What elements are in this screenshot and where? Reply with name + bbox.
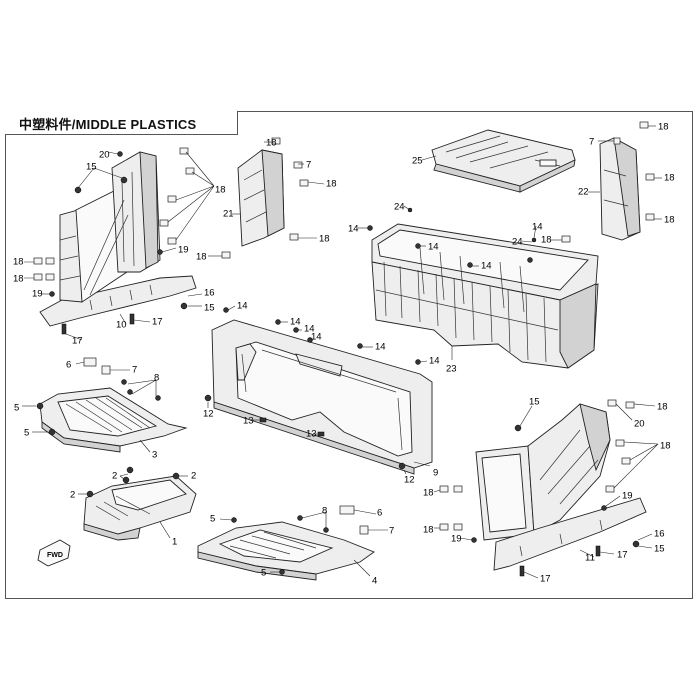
callout-16: 16 — [654, 529, 665, 540]
callout-18: 18 — [423, 525, 434, 536]
callout-14: 14 — [481, 261, 492, 272]
part-1-tunnel-cover — [83, 475, 197, 541]
callout-13: 13 — [243, 416, 254, 427]
callout-2: 2 — [70, 490, 75, 501]
callout-11: 11 — [585, 553, 595, 564]
callout-15: 15 — [654, 544, 665, 555]
callout-2: 2 — [112, 471, 117, 482]
callout-18: 18 — [660, 441, 671, 452]
callout-5: 5 — [210, 514, 215, 525]
callout-14: 14 — [304, 324, 315, 335]
callout-17: 17 — [617, 550, 628, 561]
page-title: 中塑料件/MIDDLE PLASTICS — [19, 117, 197, 132]
part-9-bulkhead — [211, 319, 433, 475]
callout-17: 17 — [72, 336, 83, 347]
callout-14: 14 — [429, 356, 440, 367]
callout-14: 14 — [237, 301, 248, 312]
callout-18: 18 — [664, 173, 675, 184]
leader-lines — [22, 125, 662, 579]
callout-18: 18 — [326, 179, 337, 190]
callout-14: 14 — [311, 332, 322, 343]
fwd-badge-text: FWD — [47, 552, 63, 559]
callout-10: 10 — [116, 320, 127, 331]
callout-25: 25 — [412, 156, 423, 167]
callout-19: 19 — [178, 245, 189, 256]
callout-18: 18 — [266, 138, 277, 149]
callout-17: 17 — [540, 574, 551, 585]
callout-7: 7 — [389, 526, 394, 537]
part-22-right-upright — [599, 137, 641, 241]
callout-4: 4 — [372, 576, 377, 587]
callout-18: 18 — [196, 252, 207, 263]
callout-19: 19 — [32, 289, 43, 300]
diagram-frame — [5, 111, 693, 599]
callout-22: 22 — [578, 187, 589, 198]
fasteners — [33, 121, 655, 577]
callout-14: 14 — [290, 317, 301, 328]
callout-5: 5 — [14, 403, 19, 414]
callout-24: 24 — [512, 237, 523, 248]
callout-18: 18 — [319, 234, 330, 245]
callout-18: 18 — [13, 274, 24, 285]
part-25-cover — [431, 129, 576, 193]
callout-1: 1 — [172, 537, 177, 548]
callout-18: 18 — [664, 215, 675, 226]
callout-6: 6 — [377, 508, 382, 519]
callout-3: 3 — [152, 450, 157, 461]
callout-18: 18 — [215, 185, 226, 196]
title-box: 中塑料件/MIDDLE PLASTICS — [5, 111, 238, 135]
callout-14: 14 — [375, 342, 386, 353]
callout-18: 18 — [658, 122, 669, 133]
callout-14: 14 — [348, 224, 359, 235]
callout-8: 8 — [154, 373, 159, 384]
callout-15: 15 — [204, 303, 215, 314]
callout-24: 24 — [394, 202, 405, 213]
callout-13: 13 — [306, 429, 317, 440]
callout-21: 21 — [223, 209, 234, 220]
callout-7: 7 — [306, 160, 311, 171]
callout-12: 12 — [203, 409, 214, 420]
callout-20: 20 — [99, 150, 110, 161]
part-3-left-floor — [39, 387, 188, 453]
callout-5: 5 — [261, 568, 266, 579]
callout-8: 8 — [322, 506, 327, 517]
callout-17: 17 — [152, 317, 163, 328]
callout-18: 18 — [13, 257, 24, 268]
part-4-right-floor — [197, 521, 375, 581]
callout-2: 2 — [191, 471, 196, 482]
callout-18: 18 — [657, 402, 668, 413]
callout-15: 15 — [529, 397, 540, 408]
callout-14: 14 — [532, 222, 543, 233]
callout-6: 6 — [66, 360, 71, 371]
callout-9: 9 — [433, 468, 438, 479]
callout-18: 18 — [423, 488, 434, 499]
callout-23: 23 — [446, 364, 457, 375]
fwd-badge: FWD — [37, 539, 71, 567]
callout-15: 15 — [86, 162, 97, 173]
callout-20: 20 — [634, 419, 645, 430]
callout-7: 7 — [589, 137, 594, 148]
clip-18-group-left — [33, 147, 195, 281]
part-23-cargo-box — [371, 223, 599, 369]
callout-7: 7 — [132, 365, 137, 376]
callout-16: 16 — [204, 288, 215, 299]
part-10-left-side-panel — [39, 151, 197, 327]
callout-14: 14 — [428, 242, 439, 253]
callout-18: 18 — [541, 235, 552, 246]
callout-19: 19 — [451, 534, 462, 545]
callout-19: 19 — [622, 491, 633, 502]
part-11-right-side-panel — [475, 403, 647, 571]
callout-12: 12 — [404, 475, 415, 486]
part-21-left-upright — [237, 149, 285, 247]
callout-5: 5 — [24, 428, 29, 439]
